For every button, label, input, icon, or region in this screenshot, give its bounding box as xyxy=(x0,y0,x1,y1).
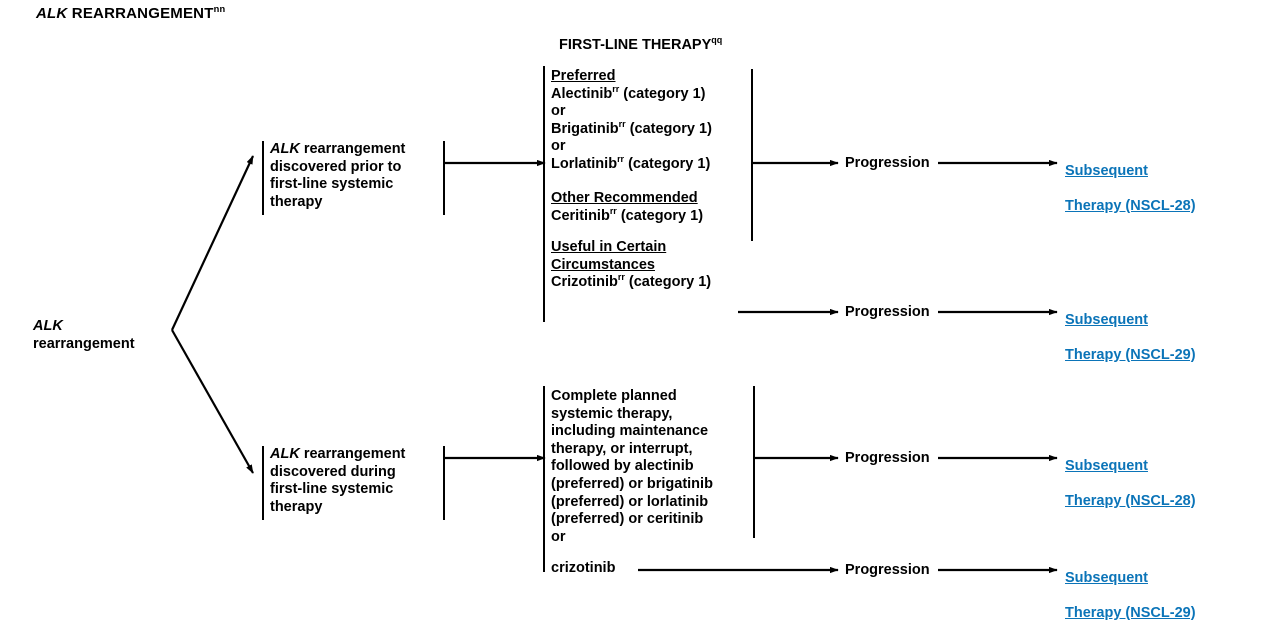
root-node-label: rearrangement xyxy=(33,335,135,352)
therapy-useful-heading-line2: Circumstances xyxy=(551,256,655,273)
therapy-conjunction-or-1: or xyxy=(551,103,566,120)
bracket-first-line-right xyxy=(751,69,753,241)
therapy-item-crizotinib-drug: Crizotinib xyxy=(551,274,618,291)
connector-graphics xyxy=(171,155,1058,574)
therapy-preferred-group: Preferred Alectinibrr (category 1) or Br… xyxy=(551,68,712,174)
bracket-branch-a-left xyxy=(262,141,264,215)
link-2-line1[interactable]: Subsequent xyxy=(1065,311,1148,328)
therapy-item-alectinib-drug: Alectinib xyxy=(551,85,613,102)
branch-node-discovered-prior: ALK rearrangement discovered prior to fi… xyxy=(270,141,405,211)
branch-b-gene: ALK xyxy=(270,446,300,462)
therapy-item-brigatinib-drug: Brigatinib xyxy=(551,120,619,137)
therapy-item-ceritinib-superscript: rr xyxy=(609,205,617,216)
progression-label-3: Progression xyxy=(845,450,930,466)
link-subsequent-therapy-nscl-29-bottom[interactable]: Subsequent Therapy (NSCL-29) xyxy=(1065,552,1196,640)
root-node-alk-rearrangement: ALK rearrangement xyxy=(33,318,135,353)
branch-a-gene: ALK xyxy=(270,141,300,157)
therapy-item-brigatinib-superscript: rr xyxy=(618,118,626,129)
bracket-lower-left xyxy=(543,386,545,572)
link-2-line2[interactable]: Therapy (NSCL-29) xyxy=(1065,346,1196,363)
link-3-line2[interactable]: Therapy (NSCL-28) xyxy=(1065,492,1196,509)
first-line-therapy-header-label: FIRST-LINE THERAPY xyxy=(559,37,712,53)
therapy-item-lorlatinib-superscript: rr xyxy=(617,154,625,165)
therapy-other-recommended-group: Other Recommended Ceritinibrr (category … xyxy=(551,190,703,225)
therapy-lower-block-crizotinib: crizotinib xyxy=(551,560,616,576)
therapy-useful-circumstances-group: Useful in Certain Circumstances Crizotin… xyxy=(551,239,711,292)
therapy-item-crizotinib: Crizotinibrr (category 1) xyxy=(551,272,712,292)
page-title: ALK REARRANGEMENTnn xyxy=(36,4,226,22)
therapy-useful-heading-line1: Useful in Certain xyxy=(551,239,667,255)
therapy-item-ceritinib-note: (category 1) xyxy=(616,207,704,224)
branch-node-discovered-during: ALK rearrangement discovered during firs… xyxy=(270,446,405,516)
therapy-preferred-heading: Preferred xyxy=(551,68,616,84)
therapy-item-lorlatinib-drug: Lorlatinib xyxy=(551,155,618,172)
page-title-rest: REARRANGEMENT xyxy=(67,5,214,22)
therapy-item-crizotinib-superscript: rr xyxy=(617,272,625,283)
page-title-superscript: nn xyxy=(213,4,226,14)
link-subsequent-therapy-nscl-28-top[interactable]: Subsequent Therapy (NSCL-28) xyxy=(1065,145,1196,233)
first-line-therapy-header: FIRST-LINE THERAPYqq xyxy=(559,35,723,53)
first-line-therapy-header-superscript: qq xyxy=(711,35,723,46)
progression-label-4: Progression xyxy=(845,562,930,578)
therapy-item-lorlatinib-note: (category 1) xyxy=(624,155,711,172)
edge-root-to-branch-b xyxy=(171,329,254,474)
therapy-item-brigatinib-note: (category 1) xyxy=(625,120,712,137)
therapy-conjunction-or-2: or xyxy=(551,138,566,155)
link-1-line2[interactable]: Therapy (NSCL-28) xyxy=(1065,197,1196,214)
therapy-item-ceritinib: Ceritinibrr (category 1) xyxy=(551,205,704,226)
therapy-item-alectinib: Alectinibrr (category 1) xyxy=(551,83,712,104)
therapy-other-heading: Other Recommended xyxy=(551,190,698,206)
therapy-lower-block: Complete planned systemic therapy, inclu… xyxy=(551,388,713,545)
link-subsequent-therapy-nscl-29-upper[interactable]: Subsequent Therapy (NSCL-29) xyxy=(1065,294,1196,382)
link-1-line1[interactable]: Subsequent xyxy=(1065,162,1148,179)
bracket-first-line-left xyxy=(543,66,545,322)
bracket-lower-right xyxy=(753,386,755,538)
therapy-item-crizotinib-note: (category 1) xyxy=(624,274,712,291)
therapy-item-lorlatinib: Lorlatinibrr (category 1) xyxy=(551,154,712,174)
link-4-line1[interactable]: Subsequent xyxy=(1065,569,1148,586)
therapy-item-brigatinib: Brigatinibrr (category 1) xyxy=(551,118,712,139)
link-subsequent-therapy-nscl-28-lower[interactable]: Subsequent Therapy (NSCL-28) xyxy=(1065,440,1196,528)
branch-a-label: rearrangement discovered prior to first-… xyxy=(270,141,406,210)
page-title-gene: ALK xyxy=(36,5,68,22)
link-4-line2[interactable]: Therapy (NSCL-29) xyxy=(1065,604,1196,621)
bracket-branch-b-right xyxy=(443,446,445,520)
bracket-branch-b-left xyxy=(262,446,264,520)
bracket-branch-a-right xyxy=(443,141,445,215)
root-node-gene: ALK xyxy=(33,318,63,334)
edge-root-to-branch-a xyxy=(171,155,254,331)
branch-b-label: rearrangement discovered during first-li… xyxy=(270,446,406,515)
therapy-item-alectinib-note: (category 1) xyxy=(619,85,706,102)
therapy-item-ceritinib-drug: Ceritinib xyxy=(551,207,610,224)
progression-label-1: Progression xyxy=(845,155,930,171)
link-3-line1[interactable]: Subsequent xyxy=(1065,457,1148,474)
progression-label-2: Progression xyxy=(845,304,930,320)
therapy-item-alectinib-superscript: rr xyxy=(612,83,620,94)
